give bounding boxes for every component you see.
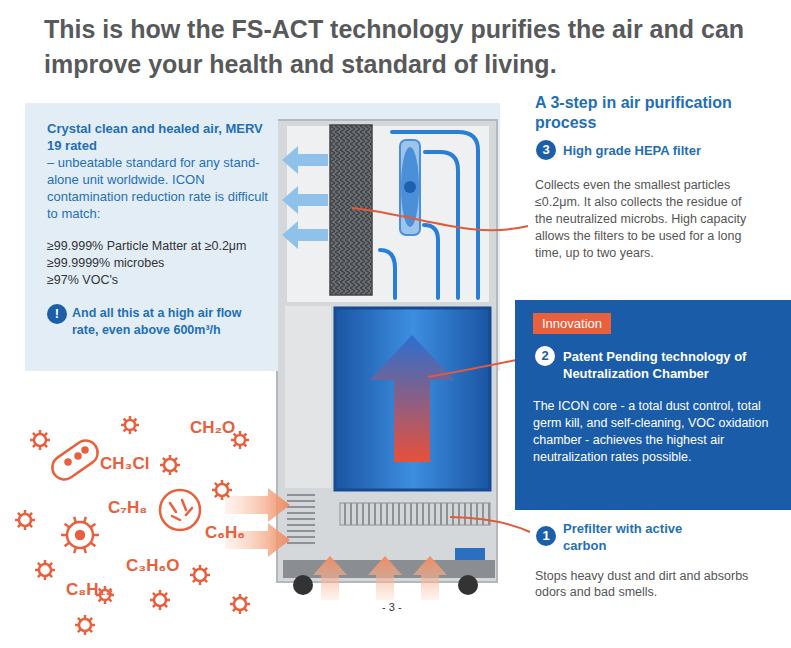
callout-number: 2 [535,346,555,366]
housing [277,120,497,582]
side-vent [287,492,315,546]
step-heading: Prefilter with active carbon [563,520,723,554]
germ-spikes [121,416,139,434]
formula: CH₃Cl [100,454,149,474]
germ-spikes [15,510,35,530]
step-text: The ICON core - a total dust control, to… [533,398,769,466]
prefilter [340,503,490,525]
leader-lines [352,208,530,532]
info-panel: Crystal clean and healed air, MERV 19 ra… [25,103,278,371]
formula: C₈H₁₈ [66,580,114,600]
inflow-arrows [225,488,447,600]
panel-heading: Crystal clean and healed air, MERV 19 ra… [47,120,270,154]
step-heading: Patent Pending technology of Neutralizat… [563,348,768,382]
step-heading: High grade HEPA filter [563,142,778,159]
germ-spikes [212,480,232,500]
step-text: Collects even the smallest particles ≤0.… [535,177,757,262]
germ-spikes [160,455,180,475]
title: This is how the FS-ACT technology purifi… [44,12,784,82]
panel-text: ≥99.999% Particle Matter at ≥0.2μm [47,238,270,255]
formula: CH₂O [190,418,235,438]
innovation-box: InnovationPatent Pending technology of N… [515,300,791,510]
panel-note: And all this at a high air flow rate, ev… [72,305,270,339]
neutralization-chamber [335,308,490,490]
panel-text: ≥99.9999% microbes [47,255,270,272]
fan [400,140,420,235]
section-heading: A 3-step in air purification process [535,93,745,133]
germ-spikes [190,565,210,585]
callout-number: 1 [536,526,556,546]
page-number: - 3 - [382,600,402,614]
clean-air-arrows [282,146,328,249]
tag-text: Innovation [542,315,602,332]
innovation-tag: Innovation [533,313,611,334]
formula: C₆H₆ [205,523,245,543]
contaminants [15,416,250,635]
germ-spikes [35,560,55,580]
step-text: Stops heavy dust and dirt and absorbs od… [535,568,775,600]
germ-spikes [230,594,250,614]
formula: C₇H₈ [108,498,147,518]
formula: C₃H₆O [126,556,179,576]
virus-spikes [61,517,99,553]
panel-text: ≥97% VOC's [47,272,270,289]
alert-icon: ! [47,304,67,324]
germ-spikes [75,615,95,635]
germ-spikes [150,590,170,610]
germ-spikes [30,430,50,450]
panel-text: – unbeatable standard for any stand-alon… [47,154,270,222]
callout-number: 3 [536,140,556,160]
